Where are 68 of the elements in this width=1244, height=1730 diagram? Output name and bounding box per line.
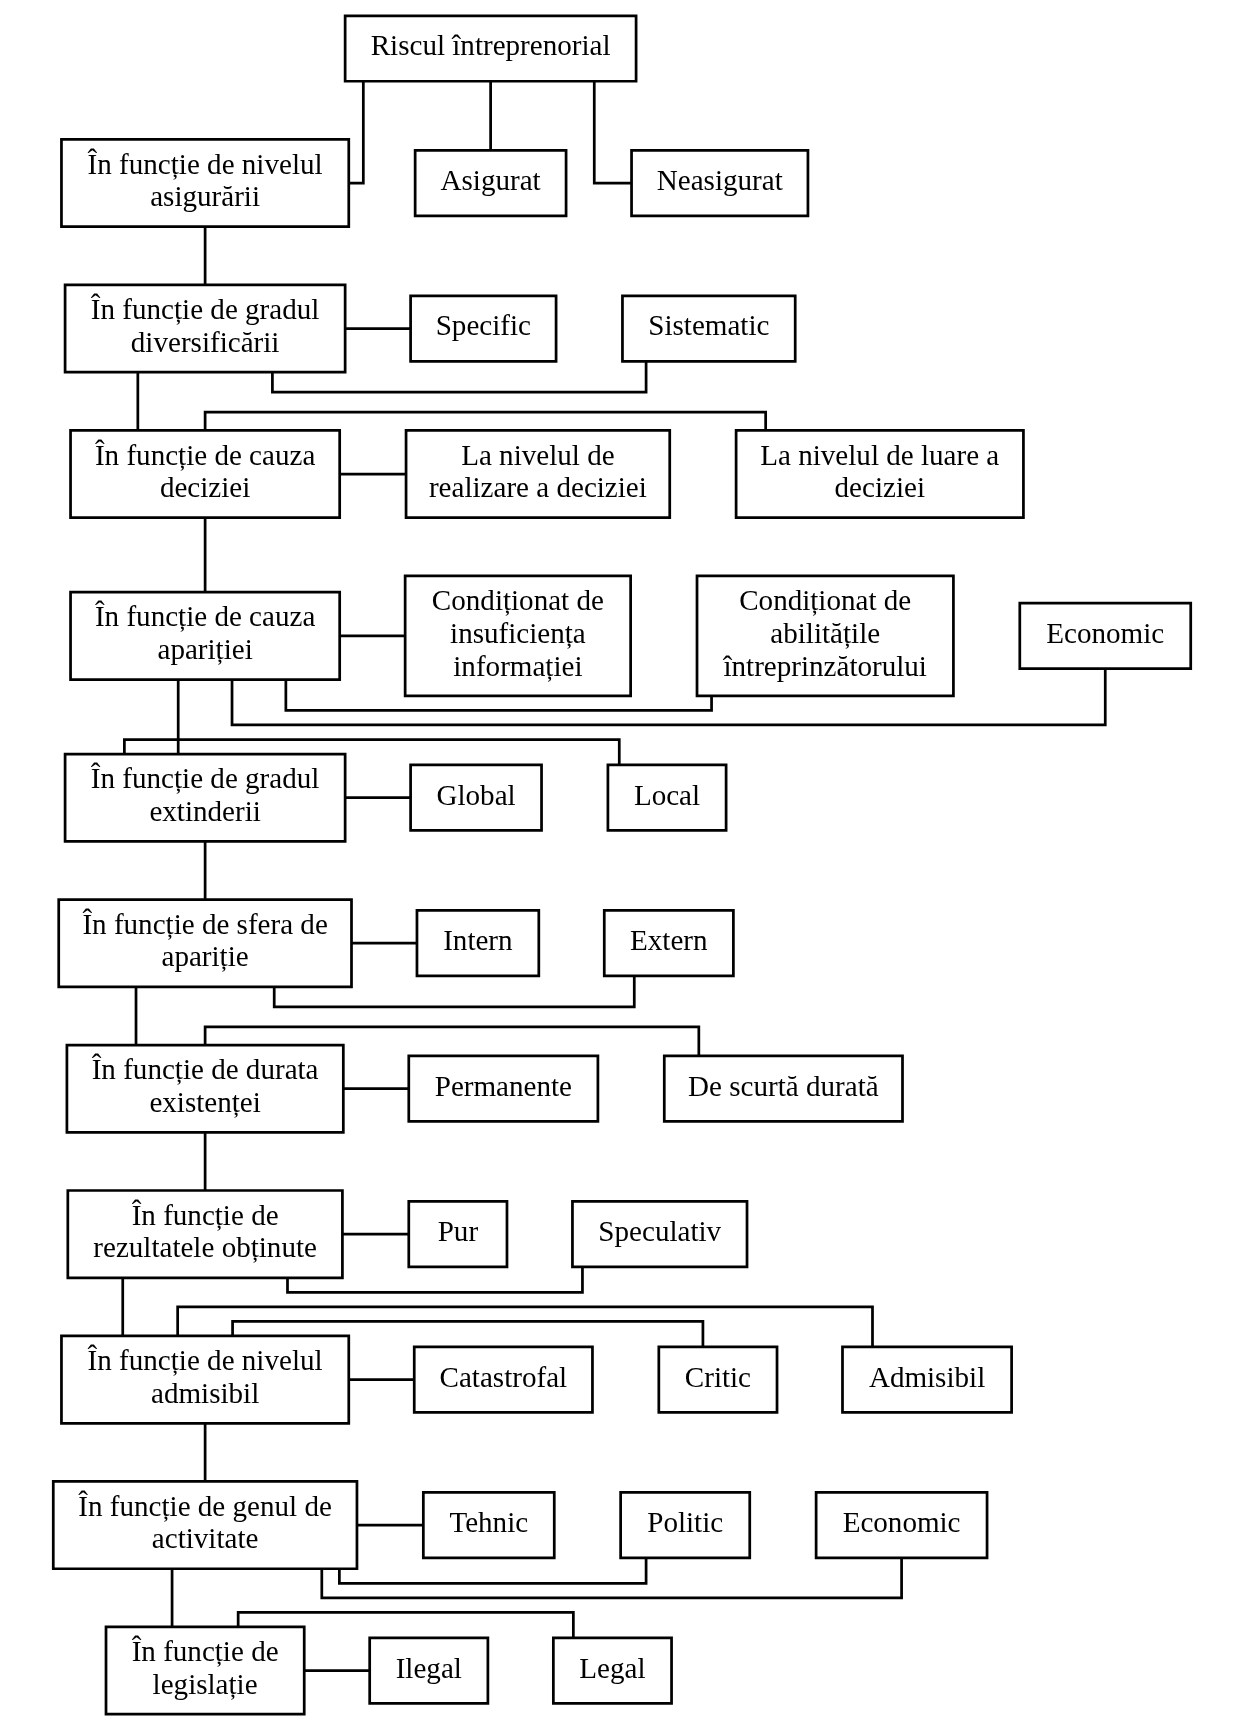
node-box: Economic [1018,601,1193,670]
connector [134,986,138,1045]
connector [304,1669,370,1672]
connector [272,976,636,1009]
node-box: Ilegal [368,1636,490,1705]
connector [592,81,632,185]
connector [170,1568,174,1627]
node-box: În funcție de durata existenței [65,1043,345,1134]
node-box: În funcție de gradul diversificării [63,283,347,374]
node-box: Neasigurat [630,148,810,218]
node-box: Politic [619,1491,752,1560]
node-box: De scurtă durată [662,1054,904,1123]
node-box: Sistematic [621,294,797,363]
node-box: Admisibil [841,1345,1013,1414]
connector [203,1132,207,1191]
node-box: Legal [552,1636,673,1705]
node-box: În funcție de nivelul asigurării [60,138,351,229]
node-box: Extern [602,909,735,978]
node-box: În funcție de rezultatele obținute [66,1189,344,1280]
connector [357,1523,423,1527]
node-box: Tehnic [421,1491,556,1560]
node-box: Pur [407,1200,509,1269]
node-box: Specific [409,294,558,363]
node-box: Intern [415,909,541,978]
connector [176,1305,874,1347]
connector [343,1087,409,1091]
node-box: În funcție de legislație [104,1625,306,1716]
connector [284,680,713,712]
node-box: Global [409,763,543,832]
connector [136,372,140,430]
connector [345,327,411,330]
node-box: În funcție de sfera de apariție [57,898,353,989]
connector [489,81,492,151]
node-box: Local [606,763,728,832]
connector [203,226,207,285]
node-box: Condiționat de insuficiența informației [403,574,632,698]
node-box: Catastrofal [412,1345,594,1414]
node-box: În funcție de nivelul admisibil [60,1334,351,1425]
node-box: La nivelul de luare a deciziei [734,429,1025,520]
connector [203,410,768,430]
node-box: Riscul întreprenorial [343,14,638,83]
node-box: În funcție de cauza deciziei [69,429,342,520]
node-box: Economic [814,1491,989,1560]
node-box: Asigurat [413,148,568,218]
node-box: La nivelul de realizare a deciziei [404,429,672,520]
connector [203,1423,207,1481]
connector [203,841,207,900]
node-box: În funcție de cauza apariției [69,590,342,681]
connector [345,796,411,800]
connector [271,361,648,394]
connector [176,680,180,754]
node-box: Permanente [407,1054,600,1123]
node-box: Speculativ [571,1200,749,1269]
node-box: În funcție de gradul extinderii [63,752,347,843]
connector [340,634,405,638]
node-box: Critic [657,1345,779,1414]
node-box: Condiționat de abilitățile întreprinzătorului [695,574,955,698]
connector [320,1558,903,1600]
connector [349,81,365,185]
connector [203,1025,701,1056]
connector [342,1232,409,1236]
connector [349,1378,414,1381]
connector [203,518,207,592]
connector [230,669,1107,727]
connector [351,941,417,945]
connector [340,472,406,476]
node-box: În funcție de genul de activitate [51,1480,359,1571]
connector [121,1277,125,1336]
